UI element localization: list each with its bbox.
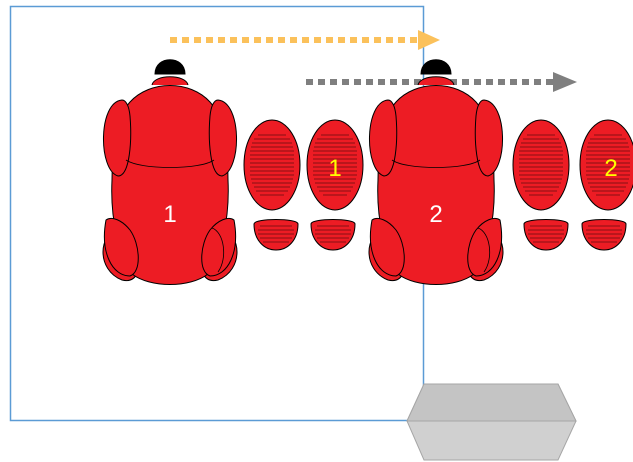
- paw-pad-2a-icon: [524, 220, 568, 251]
- paw-print-2a-icon: [513, 120, 569, 210]
- paw-pad-2b-icon: [582, 220, 626, 251]
- paw-print-1a-icon: [244, 120, 300, 210]
- paw-pad-1b-icon: [311, 220, 355, 251]
- paw-pad-1a-icon: [254, 220, 298, 251]
- robot-1-label: 1: [163, 201, 176, 228]
- robot-2-label: 2: [429, 201, 442, 228]
- orange-dotted-arrow: [170, 30, 440, 50]
- paw-1-label: 1: [328, 155, 341, 182]
- paw-2-label: 2: [604, 155, 617, 182]
- hexagonal-prism-icon: [407, 384, 576, 460]
- robot-1-icon: [103, 60, 237, 285]
- robot-2-icon: [369, 60, 503, 285]
